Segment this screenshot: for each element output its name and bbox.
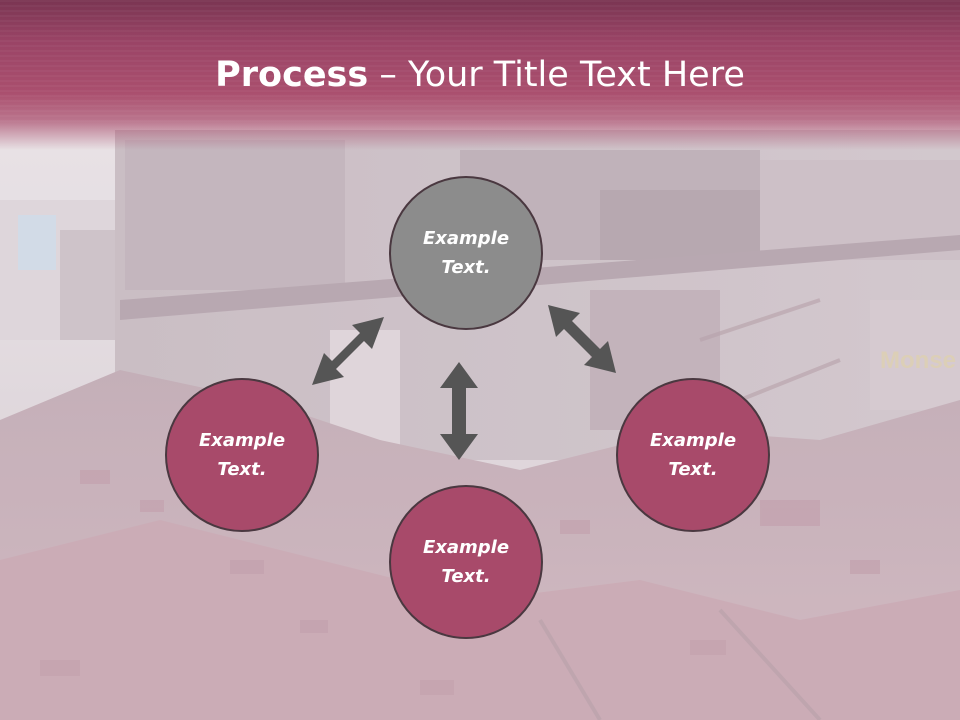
node-label-right: Example Text. xyxy=(649,430,737,480)
slide-title: Process – Your Title Text Here xyxy=(0,52,960,98)
process-node-top[interactable]: Example Text. xyxy=(389,176,543,330)
node-label-top: Example Text. xyxy=(422,228,510,278)
process-node-left[interactable]: Example Text. xyxy=(165,378,319,532)
title-rest: – Your Title Text Here xyxy=(368,55,745,95)
process-node-bottom[interactable]: Example Text. xyxy=(389,485,543,639)
node-label-bottom: Example Text. xyxy=(422,537,510,587)
background-sign-text: Monse xyxy=(880,347,956,374)
process-node-right[interactable]: Example Text. xyxy=(616,378,770,532)
header-texture xyxy=(0,0,960,125)
header-band xyxy=(0,0,960,150)
node-label-left: Example Text. xyxy=(198,430,286,480)
title-strong: Process xyxy=(215,55,369,95)
